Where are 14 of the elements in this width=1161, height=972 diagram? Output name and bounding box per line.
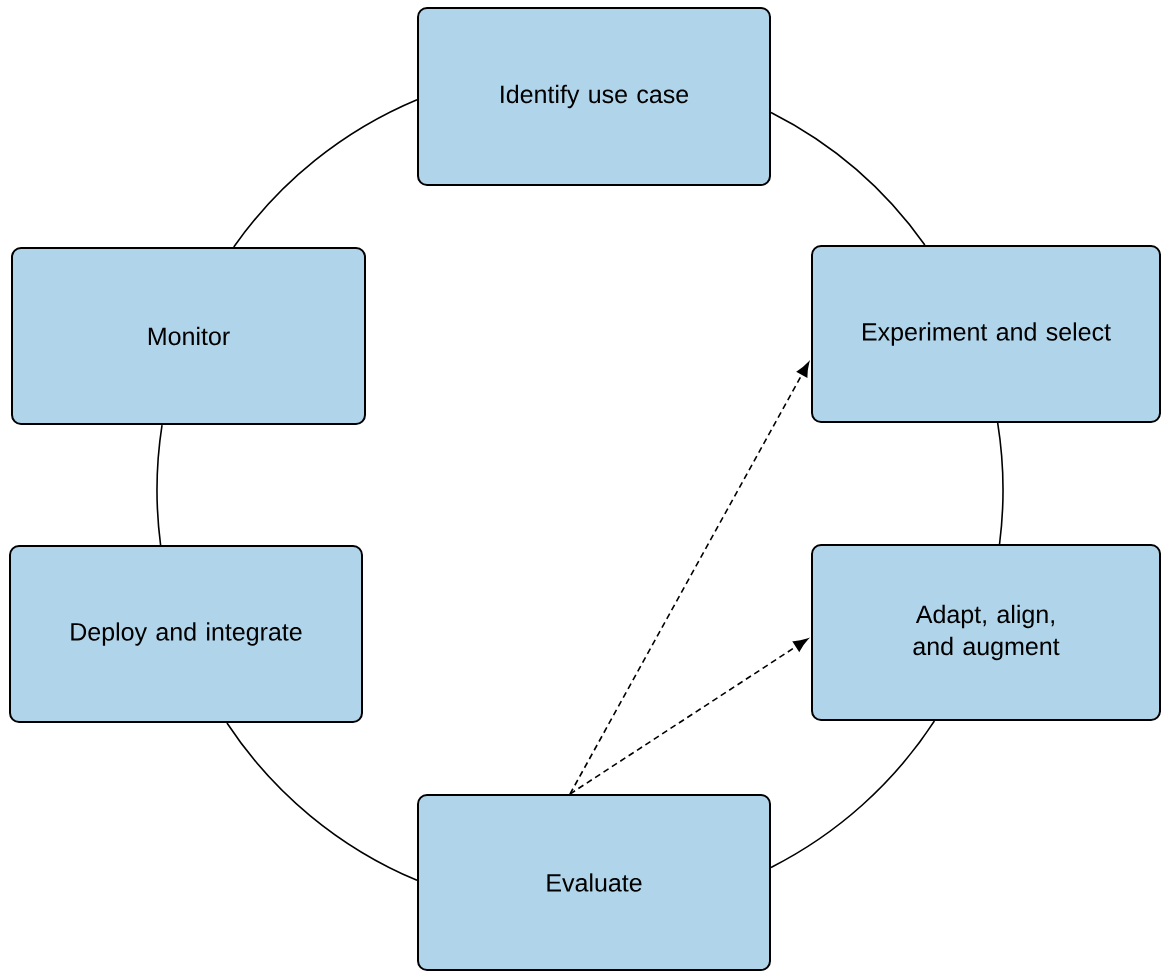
process-box: Deploy and integrate <box>9 545 363 723</box>
cycle-arc <box>226 722 418 882</box>
process-box: Identify use case <box>417 7 771 186</box>
process-box: Experiment and select <box>811 245 1161 423</box>
dashed-arrow <box>569 362 810 795</box>
cycle-arc <box>156 424 163 546</box>
cycle-arc <box>996 422 1004 545</box>
cycle-arc <box>770 720 936 869</box>
process-box: Monitor <box>11 247 366 425</box>
dashed-arrow <box>569 638 809 795</box>
process-box: Evaluate <box>417 794 771 971</box>
cycle-arc <box>770 111 926 246</box>
process-box: Adapt, align, and augment <box>811 544 1161 721</box>
cycle-arc <box>232 98 418 248</box>
